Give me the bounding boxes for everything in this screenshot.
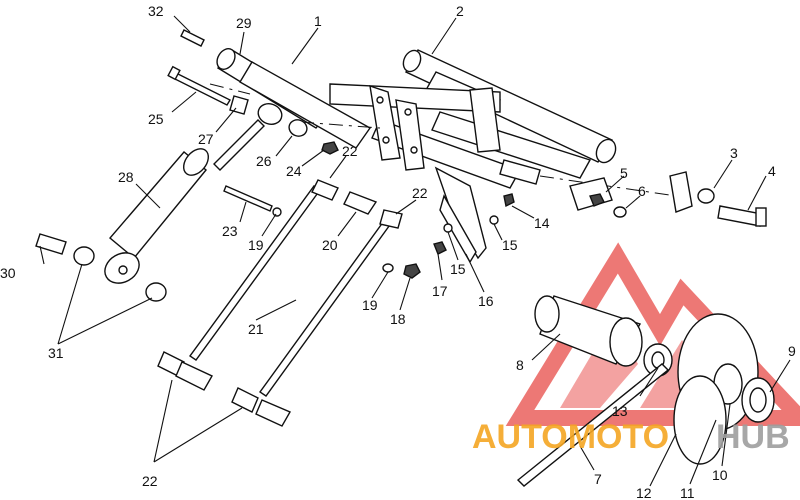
callout-8: 8 <box>516 357 524 373</box>
callout-13: 13 <box>612 403 628 419</box>
callout-26: 26 <box>256 153 272 169</box>
callout-22-top: 22 <box>342 143 358 159</box>
callout-16: 16 <box>478 293 494 309</box>
callout-14: 14 <box>534 215 550 231</box>
watermark-text-right: HUB <box>716 418 790 456</box>
callout-29: 29 <box>236 15 252 31</box>
callout-18: 18 <box>390 311 406 327</box>
callout-21: 21 <box>248 321 264 337</box>
callout-27: 27 <box>198 131 214 147</box>
callout-15-right: 15 <box>502 237 518 253</box>
callout-2: 2 <box>456 3 464 19</box>
callout-30: 30 <box>0 265 16 281</box>
callout-3: 3 <box>730 145 738 161</box>
callout-6: 6 <box>638 183 646 199</box>
watermark: AUTOMOTO HUB <box>472 418 790 456</box>
callout-20: 20 <box>322 237 338 253</box>
callout-25: 25 <box>148 111 164 127</box>
callout-19-right: 19 <box>362 297 378 313</box>
shaft-1 <box>216 48 372 149</box>
callout-24: 24 <box>286 163 302 179</box>
leader-lines <box>39 15 791 487</box>
callout-23: 23 <box>222 223 238 239</box>
callout-19-left: 19 <box>248 237 264 253</box>
callout-31: 31 <box>48 345 64 361</box>
callout-labels: 32 29 1 2 25 27 26 24 22 28 23 19 20 22 … <box>0 3 796 500</box>
shock-absorber <box>104 119 265 284</box>
shaft-2 <box>402 49 617 164</box>
callout-9: 9 <box>788 343 796 359</box>
callout-15-left: 15 <box>450 261 466 277</box>
callout-22-bottom: 22 <box>142 473 158 489</box>
callout-28: 28 <box>118 169 134 185</box>
bracket-16 <box>433 166 515 264</box>
callout-4: 4 <box>768 163 776 179</box>
callout-7: 7 <box>594 471 602 487</box>
arm-21 <box>157 179 403 427</box>
callout-11: 11 <box>680 485 695 500</box>
callout-5: 5 <box>620 165 628 181</box>
callout-17: 17 <box>432 283 448 299</box>
callout-22-mid: 22 <box>412 185 428 201</box>
idler-wheel-assembly <box>516 295 775 487</box>
rail-frame <box>329 83 592 189</box>
callout-10: 10 <box>712 467 728 483</box>
callout-32: 32 <box>148 3 164 19</box>
watermark-text-left: AUTOMOTO <box>472 418 669 456</box>
callout-1: 1 <box>314 13 322 29</box>
callout-12: 12 <box>636 485 652 500</box>
